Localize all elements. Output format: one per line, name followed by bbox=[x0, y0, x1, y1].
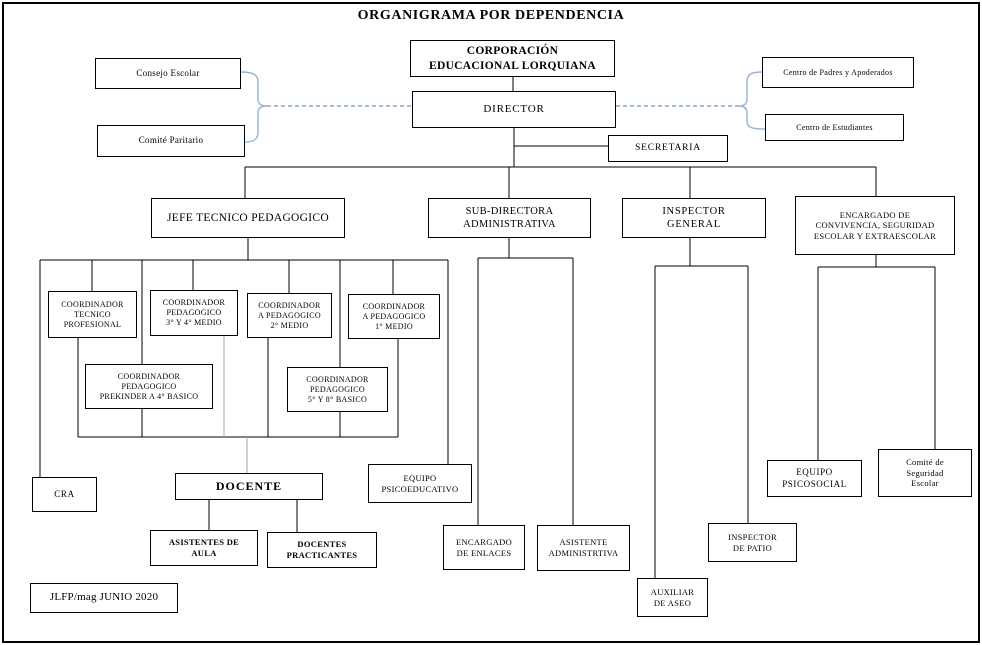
node-coordinador-tecnico-profesional: COORDINADOR TECNICO PROFESIONAL bbox=[48, 291, 137, 338]
node-director: DIRECTOR bbox=[412, 91, 616, 128]
node-secretaria: SECRETARIA bbox=[608, 135, 728, 162]
node-coordinador-pedagogico-5-8-basico: COORDINADOR PEDAGOGICO 5° Y 8° BASICO bbox=[287, 367, 388, 412]
node-asistente-administrativa: ASISTENTE ADMINISTRTIVA bbox=[537, 525, 630, 571]
node-encargado-de-enlaces: ENCARGADO DE ENLACES bbox=[443, 525, 525, 570]
node-asistentes-de-aula: ASISTENTES DE AULA bbox=[150, 530, 258, 566]
node-consejo-escolar: Consejo Escolar bbox=[95, 58, 241, 89]
node-corporacion-educacional-lorquiana: CORPORACIÓN EDUCACIONAL LORQUIANA bbox=[410, 40, 615, 77]
node-jefe-tecnico-pedagogico: JEFE TECNICO PEDAGOGICO bbox=[151, 198, 345, 238]
node-inspector-general: INSPECTOR GENERAL bbox=[622, 198, 766, 238]
node-docente: DOCENTE bbox=[175, 473, 323, 500]
node-centro-de-estudiantes: Centro de Estudiantes bbox=[765, 114, 904, 141]
node-comite-paritario: Comité Paritario bbox=[97, 125, 245, 157]
page-title: ORGANIGRAMA POR DEPENDENCIA bbox=[357, 8, 625, 23]
node-docentes-practicantes: DOCENTES PRACTICANTES bbox=[267, 532, 377, 568]
node-equipo-psicoeducativo: EQUIPO PSICOEDUCATIVO bbox=[368, 464, 472, 503]
node-encargado-convivencia-seguridad: ENCARGADO DE CONVIVENCIA, SEGURIDAD ESCO… bbox=[795, 196, 955, 255]
black-connectors bbox=[39, 77, 936, 578]
gray-connectors bbox=[223, 336, 248, 473]
node-coordinador-pedagogico-3-4-medio: COORDINADOR PEDAGOGICO 3° Y 4° MEDIO bbox=[150, 290, 238, 336]
node-coordinador-pedagogico-prekinder-4-basico: COORDINADOR PEDAGOGICO PREKINDER A 4° BA… bbox=[85, 364, 213, 409]
advisory-links bbox=[240, 71, 766, 143]
node-equipo-psicosocial: EQUIPO PSICOSOCIAL bbox=[767, 460, 862, 497]
node-coordinadora-pedagogico-2-medio: COORDINADOR A PEDAGOGICO 2° MEDIO bbox=[247, 293, 332, 338]
node-sub-directora-administrativa: SUB-DIRECTORA ADMINISTRATIVA bbox=[428, 198, 591, 238]
node-centro-de-padres-y-apoderados: Centro de Padres y Apoderados bbox=[762, 57, 914, 88]
node-cra: CRA bbox=[32, 477, 97, 512]
node-coordinadora-pedagogico-1-medio: COORDINADOR A PEDAGOGICO 1° MEDIO bbox=[348, 294, 440, 339]
node-auxiliar-de-aseo: AUXILIAR DE ASEO bbox=[637, 578, 708, 617]
node-comite-de-seguridad-escolar: Comité de Seguridad Escolar bbox=[878, 449, 972, 497]
footer-signature: JLFP/mag JUNIO 2020 bbox=[30, 583, 178, 613]
node-inspector-de-patio: INSPECTOR DE PATIO bbox=[708, 523, 797, 562]
